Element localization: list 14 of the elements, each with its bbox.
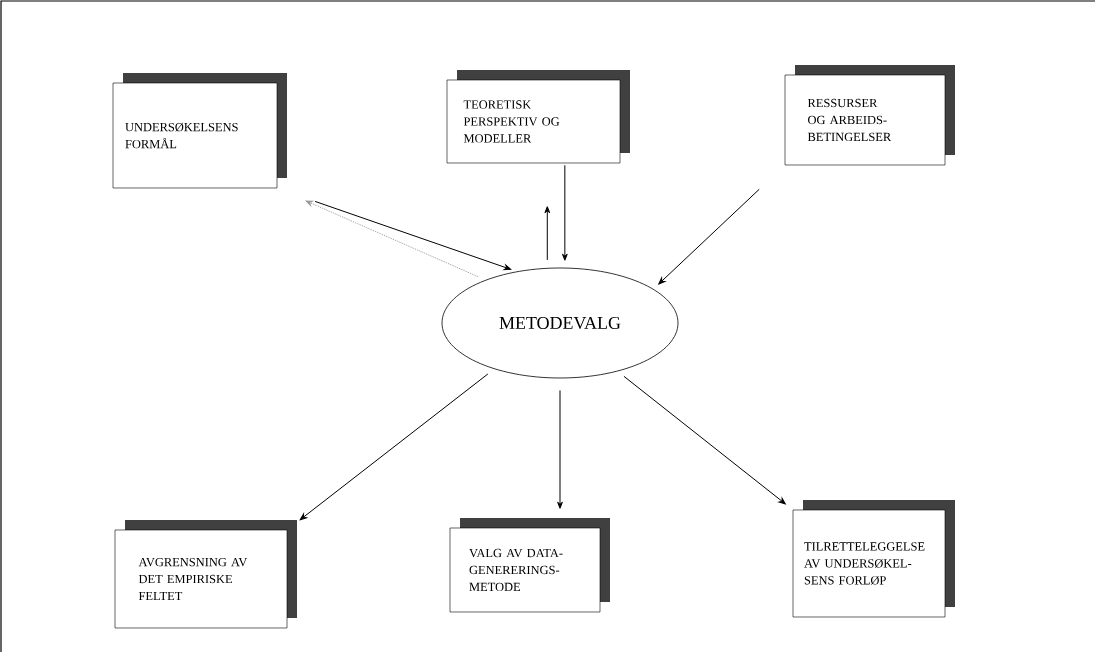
shadowed-box: UNDERSØKELSENS FORMÅL [112, 73, 287, 189]
arrow [557, 389, 563, 509]
arrow [544, 206, 551, 261]
shadowed-box: AVGRENSNING AV DET EMPIRISKE FELTET [114, 520, 297, 629]
shadowed-box: TEORETISK PERSPEKTIV OG MODELLER [446, 70, 630, 164]
arrow [623, 375, 786, 505]
arrow [305, 200, 479, 278]
arrow [562, 164, 568, 261]
shadowed-box: TILRETTELEGGELSE AV UNDERSØKEL- SENS FORLØP [792, 500, 955, 618]
shadowed-box: RESSURSER OG ARBEIDS- BETINGELSER [784, 65, 955, 166]
arrow [299, 373, 489, 521]
shadowed-box: VALG AV DATA- GENERERINGS- METODE [449, 518, 610, 613]
arrow [314, 200, 512, 271]
arrow [658, 188, 760, 285]
